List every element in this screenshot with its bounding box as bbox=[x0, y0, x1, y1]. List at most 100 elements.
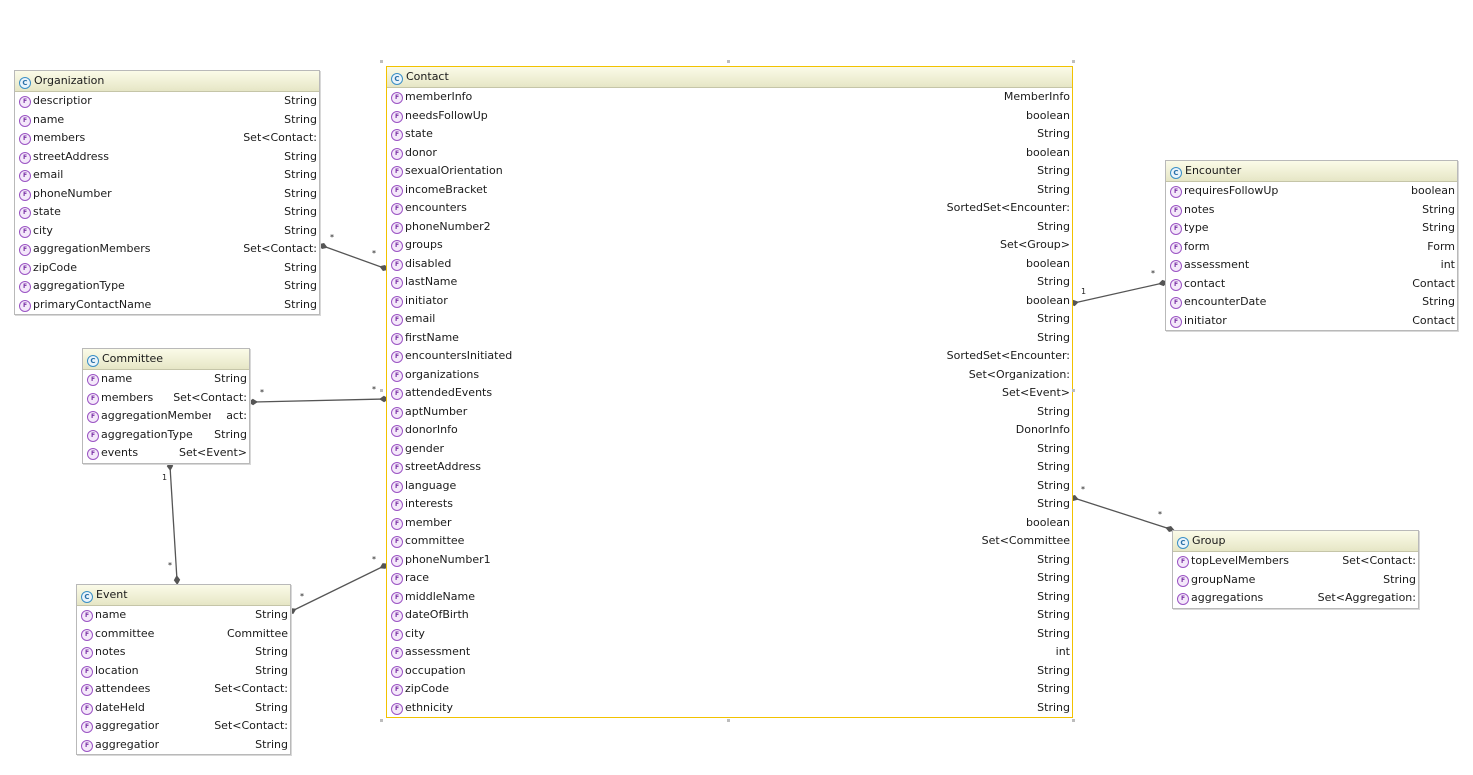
committee-event-association-line[interactable] bbox=[169, 465, 178, 581]
selection-handle[interactable] bbox=[380, 389, 383, 392]
field-name: middleName bbox=[405, 589, 476, 603]
field-name: city bbox=[33, 223, 53, 237]
contact-group-association-line[interactable] bbox=[1073, 497, 1171, 530]
selection-handle[interactable] bbox=[727, 719, 730, 722]
selection-handle[interactable] bbox=[1072, 389, 1075, 392]
contact-encounter-association-line[interactable] bbox=[1073, 282, 1164, 304]
selection-handle[interactable] bbox=[380, 719, 383, 722]
field-icon: F bbox=[81, 628, 93, 641]
selection-handle[interactable] bbox=[1072, 719, 1075, 722]
selection-handle[interactable] bbox=[1072, 60, 1075, 63]
field-name: committee bbox=[405, 534, 465, 547]
selection-handle[interactable] bbox=[727, 60, 730, 63]
committee-contact-association-line[interactable] bbox=[252, 398, 385, 403]
selection-handle[interactable] bbox=[380, 60, 383, 63]
event-contact-association-line[interactable] bbox=[291, 565, 385, 612]
organization-contact-association-line[interactable] bbox=[322, 245, 385, 269]
